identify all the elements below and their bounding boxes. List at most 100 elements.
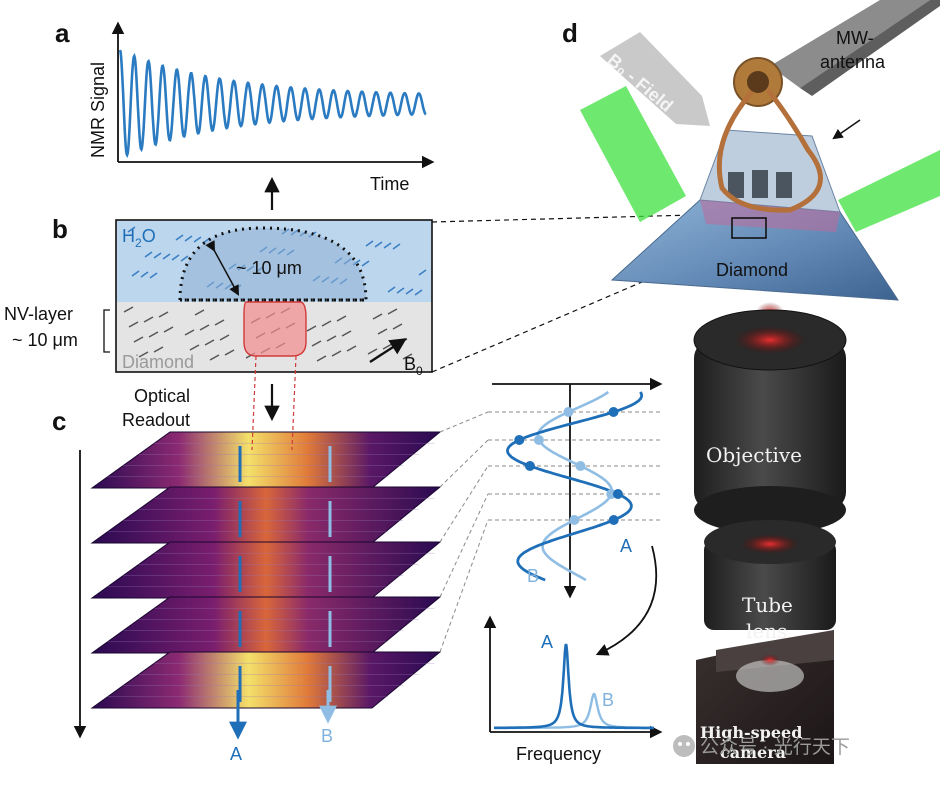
mw-label-line1: MW-	[836, 28, 874, 48]
laser-beam-left	[580, 86, 686, 222]
nv-center-mark	[224, 349, 235, 356]
electrode-2	[752, 170, 768, 198]
sample-point-a	[514, 435, 525, 445]
nv-center-mark	[189, 344, 200, 351]
water-molecule-mark	[405, 288, 414, 295]
nv-center-mark	[392, 323, 403, 330]
laser-beam-right	[838, 150, 940, 232]
nv-center-mark	[367, 348, 378, 355]
depth-arrow	[205, 240, 240, 296]
electrode-3	[776, 172, 792, 198]
tube-lens-label-1: Tube	[742, 593, 793, 617]
b0-field-arrow	[600, 32, 710, 126]
nv-layer-label: NV-layer	[4, 304, 73, 324]
nv-center-mark	[133, 336, 144, 343]
nv-center-mark	[199, 324, 210, 331]
wechat-icon-eye-l	[678, 742, 682, 746]
objective-lens	[734, 326, 806, 354]
nv-center-mark	[377, 328, 388, 335]
water-molecule-mark	[127, 226, 136, 233]
diamond-d-label: Diamond	[716, 260, 788, 280]
nv-center-mark	[138, 351, 149, 358]
nv-center-mark	[148, 331, 159, 338]
sample-point-b	[575, 461, 586, 471]
wechat-icon-eye-r	[686, 742, 690, 746]
water-molecule-mark	[149, 272, 158, 279]
antenna-pointer	[832, 119, 861, 140]
trace-b-label: B	[527, 566, 539, 586]
watermark-text: 公众号 · 光行天下	[700, 736, 850, 758]
nv-center-mark	[123, 306, 134, 313]
nv-center-mark	[214, 319, 225, 326]
projection-line-left	[251, 355, 257, 451]
nv-center-mark	[209, 354, 220, 361]
pixel-b-label: B	[321, 726, 333, 746]
spectrum-b	[494, 692, 654, 730]
panel-c: c A B A B A B Frequency	[52, 355, 663, 764]
spectrum-x-label: Frequency	[516, 744, 601, 764]
water-molecule-mark	[175, 234, 184, 241]
water-molecule-mark	[414, 289, 423, 296]
sample-points	[514, 407, 623, 525]
nv-center-mark	[402, 353, 413, 360]
spectrum-b-label: B	[602, 690, 614, 710]
optical-readout-label-2: Readout	[122, 410, 190, 430]
nv-layer-depth: ~ 10 μm	[12, 330, 78, 350]
camera-frame-stack	[90, 431, 442, 709]
water-molecule-mark	[162, 253, 171, 260]
water-molecule-mark	[392, 243, 401, 250]
tube-lens-glass	[740, 534, 800, 554]
panel-c-label: c	[52, 406, 66, 436]
nv-center-mark	[153, 346, 164, 353]
camera-frame	[90, 651, 442, 709]
water-molecule-mark	[387, 286, 396, 293]
mw-cable-shade	[800, 0, 940, 96]
nmr-signal-trace	[118, 49, 427, 159]
panel-a-label: a	[55, 18, 70, 48]
watermark: 公众号 · 光行天下	[673, 735, 850, 758]
diamond-label: Diamond	[122, 352, 194, 372]
sample-point-a	[608, 407, 619, 417]
nv-center-mark	[321, 320, 332, 327]
panel-b: b H2O ~ 10 μm NV-layer ~ 10 μm Diamond B…	[4, 213, 741, 430]
objective-body	[694, 340, 846, 510]
nv-center-mark	[163, 326, 174, 333]
water-molecule-mark	[180, 255, 189, 262]
frame-guide-diagonal	[439, 519, 489, 653]
panel-d: d B₀ - Field MW- antenna Diamond Objecti…	[562, 0, 940, 764]
tube-lens-label-2: lens	[746, 619, 787, 643]
optical-readout-label: Optical	[134, 386, 190, 406]
frame-guide-diagonal	[439, 411, 489, 433]
nv-center-mark	[336, 315, 347, 322]
panel-b-label: b	[52, 214, 68, 244]
nv-center-mark	[143, 316, 154, 323]
zoom-box	[731, 217, 767, 239]
spectrum-a-label: A	[541, 632, 553, 652]
nv-center-mark	[311, 340, 322, 347]
camera-frame	[90, 486, 442, 544]
water-molecule-mark	[383, 242, 392, 249]
b0-label: B0	[404, 354, 423, 378]
frame-guide-lines	[439, 411, 660, 653]
nv-center-mark	[316, 355, 327, 362]
nv-center-mark	[331, 350, 342, 357]
sample-point-a	[612, 489, 623, 499]
camera-red-light	[760, 654, 780, 666]
camera-frame	[90, 431, 442, 489]
projection-line-right	[291, 355, 297, 451]
panel-d-label: d	[562, 18, 578, 48]
camera-top	[716, 630, 834, 672]
nv-center-mark	[219, 334, 230, 341]
diamond-chip	[700, 200, 840, 232]
nv-center-mark	[326, 335, 337, 342]
mw-loop	[716, 88, 823, 213]
pixel-b-trace	[536, 390, 614, 582]
water-molecule-mark	[365, 240, 374, 247]
objective-bottom	[694, 486, 846, 534]
pixel-a-label: A	[230, 744, 242, 764]
water-molecule-mark	[396, 287, 405, 294]
water-molecule-mark	[418, 269, 427, 276]
frame-guide-diagonal	[439, 465, 489, 543]
frame-guide-diagonal	[439, 439, 489, 488]
